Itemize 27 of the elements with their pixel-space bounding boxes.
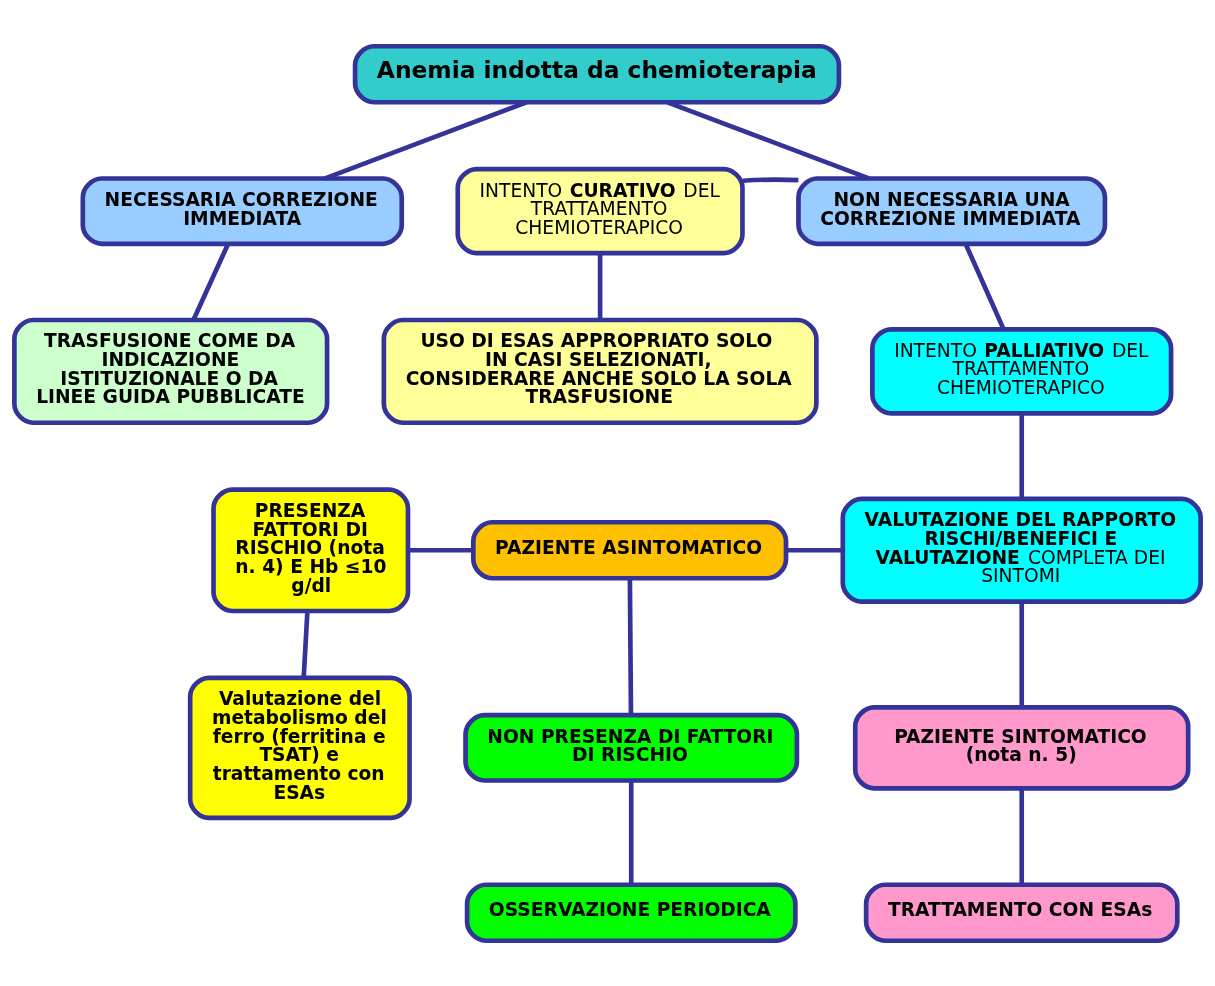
node-box: NON NECESSARIA UNA CORREZIONE IMMEDIATA xyxy=(796,175,1108,246)
connector xyxy=(627,577,634,715)
connector xyxy=(1019,788,1025,885)
connector xyxy=(628,780,634,884)
connector xyxy=(301,610,310,678)
connector xyxy=(786,547,843,553)
connector xyxy=(191,243,230,320)
node-box: INTENTO CURATIVO DEL TRATTAMENTO CHEMIOTERAPICO xyxy=(455,166,745,255)
node-box: PAZIENTE ASINTOMATICO xyxy=(471,519,789,581)
connector xyxy=(1019,601,1025,707)
connector xyxy=(1019,413,1025,499)
node-box: NON PRESENZA DI FATTORI DI RISCHIO xyxy=(463,712,800,783)
node-box: TRATTAMENTO CON ESAs xyxy=(863,881,1180,943)
connector xyxy=(742,176,799,183)
node-box: TRASFUSIONE COME DA INDICAZIONE ISTITUZIONALE O DA LINEE GUIDA PUBBLICATE xyxy=(12,317,330,425)
node-box: Anemia indotta da chemioterapia xyxy=(352,43,842,105)
node-box: NECESSARIA CORREZIONE IMMEDIATA xyxy=(80,175,405,246)
node-box: OSSERVAZIONE PERIODICA xyxy=(464,881,798,943)
connector xyxy=(597,252,603,320)
node-box: PRESENZA FATTORI DI RISCHIO (nota n. 4) E Hb ≤10 g/dl xyxy=(211,486,411,613)
node-box: USO DI ESAS APPROPRIATO SOLO IN CASI SELEZIONATI, CONSIDERARE ANCHE SOLO LA SOLA TRASFUSIONE xyxy=(381,317,819,425)
node-box: PAZIENTE SINTOMATICO (nota n. 5) xyxy=(852,704,1191,791)
node-box: INTENTO PALLIATIVO DEL TRATTAMENTO CHEMIOTERAPICO xyxy=(870,326,1174,416)
connector xyxy=(408,547,473,553)
connector xyxy=(963,243,1006,330)
node-box: Valutazione del metabolismo del ferro (ferritina e TSAT) e trattamento con ESAs xyxy=(187,675,412,820)
node-box: VALUTAZIONE DEL RAPPORTO RISCHI/BENEFICI E VALUTAZIONE COMPLETA DEI SINTOMI xyxy=(840,496,1203,604)
